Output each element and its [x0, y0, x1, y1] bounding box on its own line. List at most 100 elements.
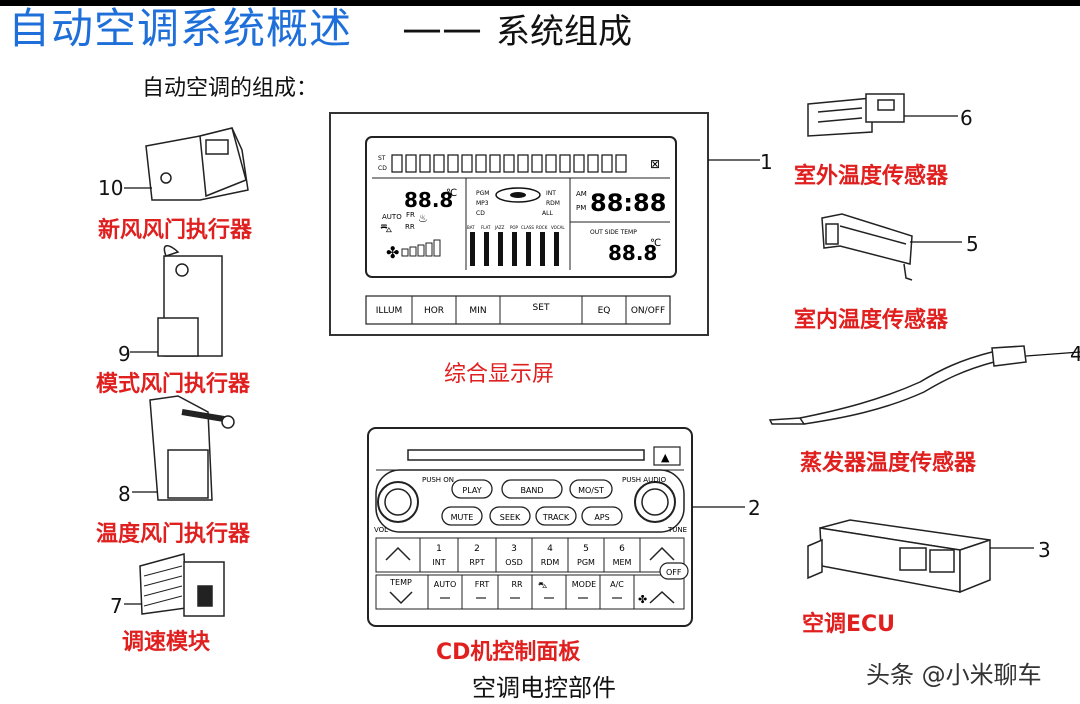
display-temp: 88.8	[404, 188, 453, 212]
segment-row	[391, 154, 627, 173]
down-arrow-icon	[389, 591, 413, 605]
seek-button[interactable]	[489, 506, 531, 526]
play-button[interactable]	[451, 479, 493, 499]
up-arrow-icon	[385, 546, 411, 561]
set-button[interactable]: SET	[533, 303, 550, 313]
label-speed-module: 调速模块	[122, 630, 211, 655]
page-subtitle: 系统组成	[496, 12, 632, 52]
cd-control-panel: ▲ PUSH ON PUSH AUDIO VOL TUNE PLAY BAND …	[367, 427, 745, 627]
svg-text:PGM: PGM	[476, 190, 489, 197]
track-button[interactable]	[535, 506, 577, 526]
min-button[interactable]: MIN	[469, 306, 486, 316]
evaporator-temp-sensor	[768, 345, 1080, 425]
band-button[interactable]	[501, 479, 563, 499]
callout-number: 2	[748, 496, 761, 520]
cd-slot	[407, 449, 645, 461]
title-dash: ——	[402, 6, 482, 52]
up-arrow-icon	[649, 546, 675, 561]
off-button[interactable]	[659, 562, 689, 580]
svg-text:INT: INT	[546, 190, 556, 197]
svg-text:RDM: RDM	[546, 200, 560, 207]
svg-text:APS: APS	[594, 513, 609, 522]
callout-number: 7	[110, 594, 123, 618]
svg-text:POP: POP	[510, 225, 519, 230]
svg-text:VOCAL: VOCAL	[551, 225, 565, 230]
eq-bars	[470, 232, 559, 266]
ac-ecu	[807, 519, 1034, 594]
outside-temp-sensor	[807, 93, 958, 137]
down-arrow-icon	[649, 590, 675, 604]
svg-text:4: 4	[547, 544, 553, 554]
svg-text:BAT: BAT	[467, 225, 475, 230]
svg-text:PLAY: PLAY	[462, 486, 481, 495]
mute-button[interactable]	[441, 506, 483, 526]
svg-text:A/C: A/C	[610, 580, 624, 589]
page-title: 自动空调系统概述	[8, 4, 353, 53]
svg-text:PM: PM	[576, 204, 586, 212]
svg-text:OUT SIDE TEMP: OUT SIDE TEMP	[590, 229, 637, 236]
svg-text:MEM: MEM	[613, 558, 632, 567]
illum-button[interactable]: ILLUM	[376, 306, 403, 316]
svg-text:AM: AM	[576, 190, 587, 198]
svg-text:CD: CD	[476, 210, 485, 217]
svg-text:MUTE: MUTE	[451, 513, 474, 522]
svg-text:⊠: ⊠	[650, 157, 660, 171]
svg-text:ST: ST	[378, 155, 386, 162]
onoff-button[interactable]: ON/OFF	[631, 306, 665, 316]
watermark: 头条 @小米聊车	[866, 661, 1042, 689]
display-outside-temp: 88.8	[608, 241, 657, 265]
svg-text:RDM: RDM	[541, 558, 560, 567]
fan-speed-bars	[401, 239, 441, 257]
callout-number: 9	[118, 342, 131, 366]
label-evaporator-sensor: 蒸发器温度传感器	[800, 451, 977, 476]
label-ecu: 空调ECU	[802, 612, 896, 637]
callout-number: 8	[118, 482, 131, 506]
car-icon: ⛍	[538, 581, 547, 591]
callout-number: 5	[966, 232, 979, 256]
svg-text:MP3: MP3	[476, 200, 489, 207]
svg-text:SEEK: SEEK	[500, 513, 521, 522]
svg-text:AUTO: AUTO	[434, 580, 457, 589]
label-display: 综合显示屏	[444, 362, 555, 387]
svg-text:CLASS: CLASS	[521, 225, 534, 230]
aps-button[interactable]	[581, 506, 623, 526]
eject-icon: ▲	[661, 451, 670, 464]
label-temp-actuator: 温度风门执行器	[96, 522, 251, 547]
svg-text:MODE: MODE	[572, 580, 596, 589]
inside-temp-sensor	[821, 213, 962, 281]
svg-text:℃: ℃	[650, 238, 661, 249]
svg-text:TRACK: TRACK	[542, 513, 570, 522]
svg-text:AUTO: AUTO	[382, 213, 402, 221]
display-clock: 88:88	[590, 189, 666, 217]
eject-button[interactable]	[653, 446, 681, 466]
car-icon: ⛍	[380, 221, 392, 235]
svg-text:ALL: ALL	[542, 210, 553, 217]
fan-icon: ✤	[638, 593, 647, 606]
hor-button[interactable]: HOR	[424, 306, 444, 316]
svg-text:ROCK: ROCK	[536, 225, 548, 230]
top-border	[0, 0, 1080, 6]
svg-text:FLAT: FLAT	[481, 225, 491, 230]
callout-number: 1	[760, 150, 773, 174]
svg-text:PUSH AUDIO: PUSH AUDIO	[622, 476, 667, 484]
callout-number: 4	[1070, 342, 1080, 366]
svg-text:TEMP: TEMP	[389, 578, 412, 587]
svg-text:2: 2	[474, 544, 480, 554]
svg-text:CD: CD	[378, 165, 387, 172]
mode-door-actuator	[130, 245, 223, 357]
svg-text:PGM: PGM	[577, 558, 595, 567]
svg-text:1: 1	[436, 544, 442, 554]
temp-door-actuator	[132, 395, 235, 501]
label-inside-sensor: 室内温度传感器	[794, 308, 949, 333]
defrost-icon: ♨	[418, 212, 428, 225]
svg-text:℃: ℃	[446, 188, 457, 199]
svg-text:OSD: OSD	[505, 558, 523, 567]
svg-text:RR: RR	[405, 223, 415, 231]
svg-text:TUNE: TUNE	[667, 526, 687, 534]
svg-text:PUSH ON: PUSH ON	[422, 476, 454, 484]
fan-icon: ✤	[386, 243, 399, 262]
label-outside-sensor: 室外温度传感器	[794, 164, 949, 189]
eq-button[interactable]: EQ	[598, 306, 611, 316]
svg-text:RR: RR	[511, 580, 523, 589]
most-button[interactable]	[569, 479, 613, 499]
